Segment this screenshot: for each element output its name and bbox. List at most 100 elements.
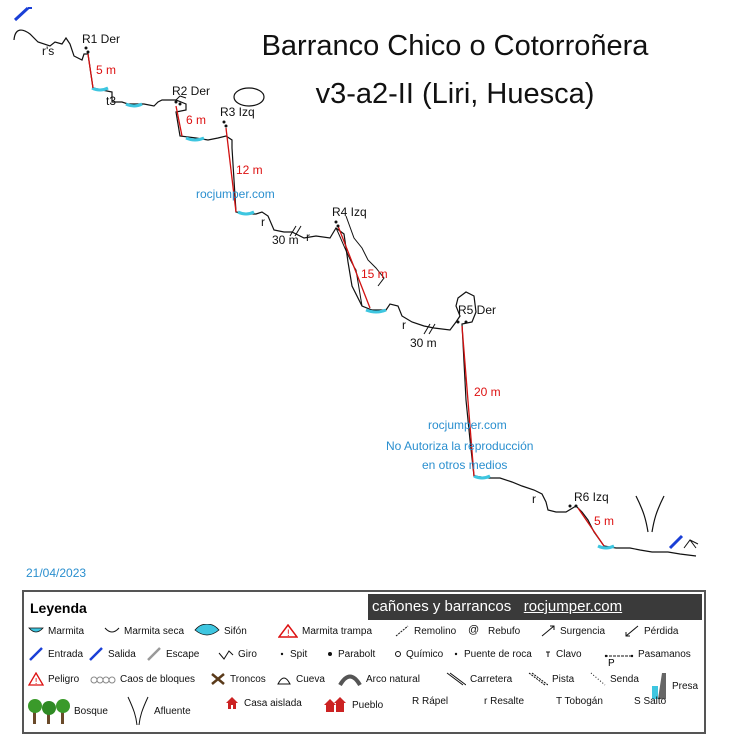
arco-natural-icon [338,672,362,686]
label-r5: R5 Der [458,303,497,317]
perdida-icon [624,624,640,638]
legend-bosque: Bosque [28,696,108,726]
pueblo-icon [324,696,348,714]
marmita-seca-icon [104,624,120,638]
label-r4-length: 15 m [361,267,388,281]
peligro-icon: ! [28,672,44,686]
svg-text:!: ! [35,677,38,686]
salida-icon [668,534,684,550]
label-r1-length: 5 m [96,63,117,77]
break-mark [289,225,436,335]
label-r3-length: 12 m [236,163,263,177]
giro-icon [218,647,234,661]
marmita [91,86,109,92]
label-r2-length: 6 m [186,113,207,127]
legend-peligro: ! Peligro [28,672,79,686]
watermark-3: No Autoriza la reproducción [386,439,534,453]
date: 21/04/2023 [26,566,87,580]
rappel-line [87,53,94,89]
marmita [365,308,387,314]
legend-caos-de-bloques: Caos de bloques [90,672,195,686]
entrada-icon [13,6,32,22]
title-line-1: Barranco Chico o Cotorroñera [261,30,649,62]
legend-entrada: Entrada [28,647,83,661]
sifon-icon [194,624,220,638]
legend-perdida: Pérdida [624,624,678,638]
legend-puente-de-roca: Puente de roca [452,647,532,661]
label-t3: t3 [106,94,117,108]
senda-icon [590,672,606,686]
marmita [237,210,255,216]
legend-banner: cañones y barrancos rocjumper.com [368,594,702,620]
giro-icon [683,539,699,549]
legend-quimico: Químico [394,647,443,661]
rock-outline [345,215,385,287]
boulder-outline [233,87,265,107]
spit-icon [278,647,286,661]
legend-arco-natural: Arco natural [338,672,420,686]
legend-carretera: Carretera [446,672,512,686]
svg-text:!: ! [287,629,291,638]
label-30m-b: 30 m [410,336,437,350]
legend-senda: Senda [590,672,639,686]
legend-salto: S Salto [634,696,667,707]
salida-arrow-icon [88,647,104,661]
label-resalte-b: r [306,230,310,244]
label-resalte-c: r [402,318,406,332]
presa-icon [652,672,668,700]
rappel-line [577,507,605,547]
label-resalte-a: r [261,215,265,229]
anchor-r1 [84,46,90,54]
marmita-icon [28,624,44,638]
label-30m-a: 30 m [272,233,299,247]
legend-presa: Presa [652,672,698,700]
label-r1: R1 Der [82,32,121,46]
legend-afluente: Afluente [126,696,191,726]
watermark-4: en otros medios [422,458,508,472]
pista-icon [528,672,548,686]
banner-brand: cañones y barrancos [372,598,512,615]
puente-de-roca-icon [452,647,460,661]
legend-title: Leyenda [30,600,87,616]
rappel-line [337,225,371,309]
quimico-icon [394,647,402,661]
troncos-icon [210,672,226,686]
casa-icon [224,696,240,710]
legend-surgencia: Surgencia [540,624,605,638]
legend-cueva: Cueva [276,672,325,686]
legend-parabolt: Parabolt [326,647,375,661]
legend-pueblo: Pueblo [324,696,383,714]
watermark-2: rocjumper.com [428,418,507,432]
banner-site: rocjumper.com [523,598,623,615]
remolino-icon [394,624,410,638]
afluente-icon [635,495,665,533]
label-resaltes: r's [42,44,55,58]
rappel-line [225,127,237,213]
label-resalte-d: r [532,492,536,506]
legend-marmita-trampa: ! Marmita trampa [278,624,372,638]
marmita [185,136,205,142]
pasamanos-icon [604,647,634,661]
legend-remolino: Remolino [394,624,456,638]
terrain-line [13,29,697,557]
label-r6-length: 5 m [594,514,615,528]
pasamanos-p-label: P [608,658,615,669]
legend: Leyenda cañones y barrancos rocjumper.co… [22,590,706,734]
legend-troncos: Troncos [210,672,266,686]
rebufo-icon: @ [468,624,480,636]
bosque-icon [28,696,70,726]
legend-marmita-seca: Marmita seca [104,624,184,638]
legend-escape: Escape [146,647,199,661]
label-r3: R3 Izq [220,105,255,119]
title-line-2: v3-a2-II (Liri, Huesca) [315,78,595,110]
marmita [473,474,491,480]
caos-de-bloques-icon [90,672,116,686]
legend-rebufo: @ Rebufo [468,624,521,637]
carretera-icon [446,672,466,686]
parabolt-icon [326,647,334,661]
legend-casa-aislada: Casa aislada [224,696,302,710]
anchor-r4 [334,220,340,228]
label-r4: R4 Izq [332,205,367,219]
clavo-icon [544,647,552,661]
